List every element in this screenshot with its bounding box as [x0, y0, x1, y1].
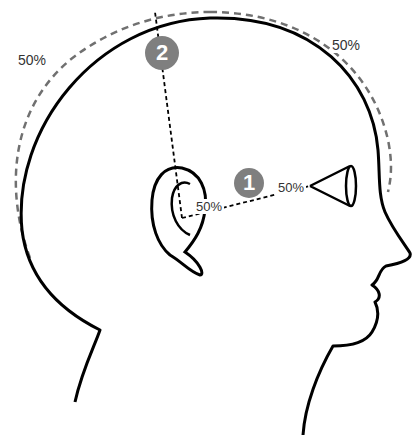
callout-number: 1: [234, 168, 264, 198]
eye: [346, 166, 356, 206]
callout-text: 2: [156, 42, 168, 64]
percent-label: 50%: [194, 199, 224, 214]
percent-label: 50%: [16, 52, 48, 68]
head-outline: [21, 18, 410, 435]
percent-label: 50%: [330, 37, 362, 53]
eye-cone: [310, 166, 350, 206]
callout-text: 1: [243, 172, 255, 194]
callout-number: 2: [145, 36, 179, 70]
percent-label: 50%: [276, 180, 306, 195]
ear: [152, 168, 206, 275]
